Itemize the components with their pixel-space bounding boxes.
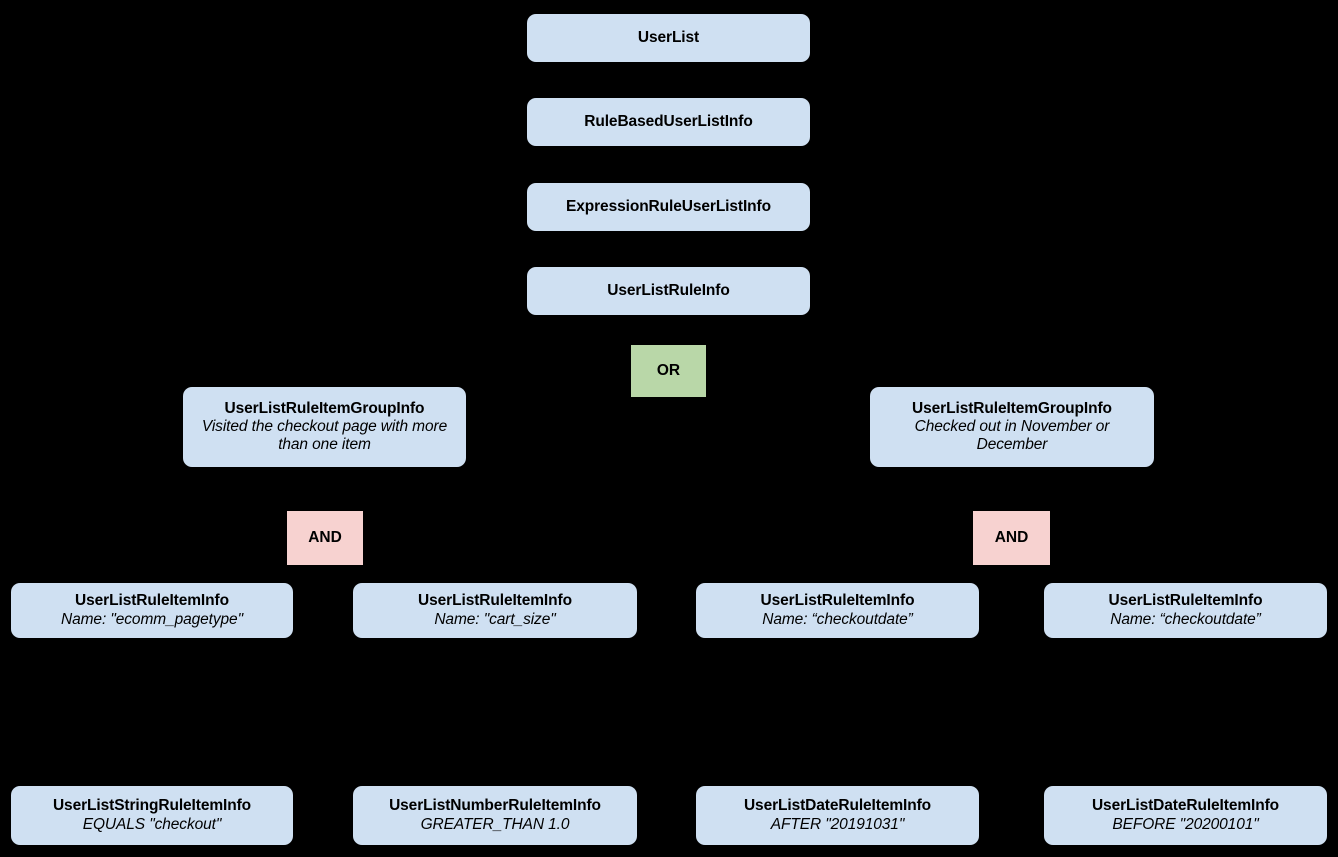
node-title: UserListRuleItemInfo xyxy=(75,592,229,610)
node-title: UserListDateRuleItemInfo xyxy=(743,797,932,815)
node-title: UserListRuleItemInfo xyxy=(418,592,572,610)
node-title: UserListDateRuleItemInfo xyxy=(1091,797,1280,815)
node-date-rule-item-after[interactable]: UserListDateRuleItemInfo AFTER "20191031… xyxy=(696,786,979,845)
operator-label: OR xyxy=(656,362,681,379)
node-rulebaseduserlistinfo[interactable]: RuleBasedUserListInfo xyxy=(527,98,810,146)
operator-and-right[interactable]: AND xyxy=(973,511,1050,565)
node-rule-item-cart-size[interactable]: UserListRuleItemInfo Name: "cart_size" xyxy=(353,583,637,638)
node-userlistruleinfo[interactable]: UserListRuleInfo xyxy=(527,267,810,315)
node-title: UserListRuleItemInfo xyxy=(1108,592,1263,610)
node-rule-item-checkoutdate-before[interactable]: UserListRuleItemInfo Name: “checkoutdate… xyxy=(1044,583,1327,638)
node-subtitle: EQUALS "checkout" xyxy=(82,815,222,833)
arrowhead-to-group-left xyxy=(313,374,335,387)
operator-or[interactable]: OR xyxy=(631,345,706,397)
node-title: UserListRuleItemGroupInfo xyxy=(224,399,425,417)
node-subtitle: BEFORE "20200101" xyxy=(1112,815,1259,833)
node-date-rule-item-before[interactable]: UserListDateRuleItemInfo BEFORE "2020010… xyxy=(1044,786,1327,845)
node-rule-item-ecomm-pagetype[interactable]: UserListRuleItemInfo Name: "ecomm_pagety… xyxy=(11,583,293,638)
node-title: UserListRuleItemGroupInfo xyxy=(912,399,1112,417)
node-expressionruleuserlistinfo[interactable]: ExpressionRuleUserListInfo xyxy=(527,183,810,231)
arrowhead-to-group-right xyxy=(1001,374,1023,387)
node-title: ExpressionRuleUserListInfo xyxy=(566,197,771,215)
operator-label: AND xyxy=(308,529,342,546)
node-title: UserListStringRuleItemInfo xyxy=(52,797,252,815)
node-userlist[interactable]: UserList xyxy=(527,14,810,62)
node-subtitle: Name: "cart_size" xyxy=(434,610,556,628)
node-subtitle: GREATER_THAN 1.0 xyxy=(420,815,570,833)
node-subtitle: Checked out in November or December xyxy=(914,417,1110,454)
node-rule-item-group-left[interactable]: UserListRuleItemGroupInfo Visited the ch… xyxy=(183,387,466,467)
node-subtitle: AFTER "20191031" xyxy=(770,815,905,833)
operator-and-left[interactable]: AND xyxy=(287,511,363,565)
node-rule-item-checkoutdate-after[interactable]: UserListRuleItemInfo Name: “checkoutdate… xyxy=(696,583,979,638)
node-title: UserList xyxy=(637,28,700,46)
node-subtitle: Visited the checkout page with more than… xyxy=(201,417,448,454)
node-title: UserListNumberRuleItemInfo xyxy=(389,797,601,815)
node-title: UserListRuleItemInfo xyxy=(760,592,915,610)
node-number-rule-item-greater-than[interactable]: UserListNumberRuleItemInfo GREATER_THAN … xyxy=(353,786,637,845)
operator-label: AND xyxy=(994,529,1029,546)
node-title: RuleBasedUserListInfo xyxy=(584,112,753,130)
node-rule-item-group-right[interactable]: UserListRuleItemGroupInfo Checked out in… xyxy=(870,387,1154,467)
node-subtitle: Name: "ecomm_pagetype" xyxy=(61,610,243,628)
node-title: UserListRuleInfo xyxy=(607,281,730,299)
node-subtitle: Name: “checkoutdate” xyxy=(762,610,913,628)
node-subtitle: Name: “checkoutdate” xyxy=(1110,610,1261,628)
node-string-rule-item-equals-checkout[interactable]: UserListStringRuleItemInfo EQUALS "check… xyxy=(11,786,293,845)
